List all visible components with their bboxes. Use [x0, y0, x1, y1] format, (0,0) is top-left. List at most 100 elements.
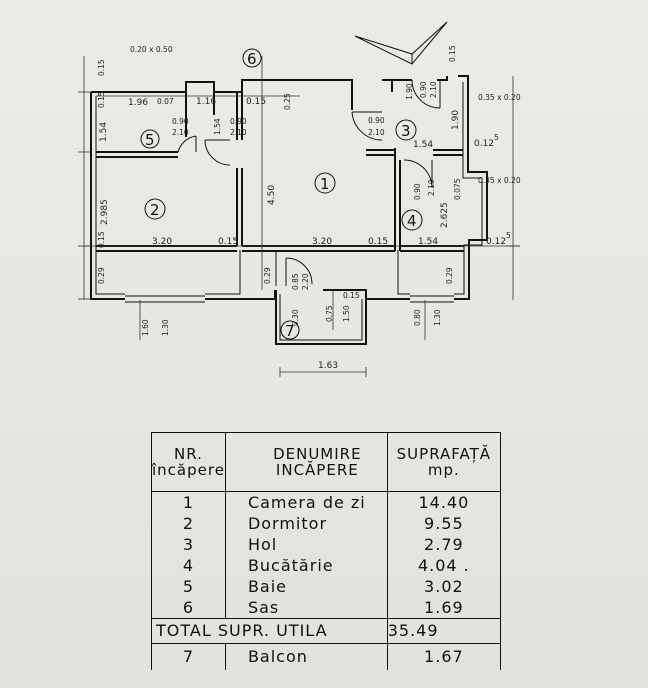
- dim-living-depth: 4.50: [267, 185, 277, 205]
- room-7-marker: [280, 320, 300, 340]
- dim-right-b: 0.12: [486, 237, 506, 247]
- room-5-marker: [140, 129, 160, 149]
- room-1-marker: [314, 172, 336, 194]
- header-name: DENUMIRE INCĂPERE: [224, 432, 388, 492]
- dim-sill-c: 0.29: [445, 267, 454, 284]
- dim-left-c: 0.15: [97, 231, 106, 248]
- cell-name: Bucătărie: [224, 555, 388, 576]
- dim-sas-width: 1.16: [196, 97, 216, 107]
- table-row: 3 Hol 2.79: [151, 534, 502, 555]
- dim-bedroom-depth: 2.985: [100, 199, 110, 225]
- total-value: 35.49: [386, 618, 502, 644]
- door-swings: [177, 79, 441, 286]
- dim-balcony-width: 1.63: [318, 361, 338, 371]
- dim-door-sas-w: 0.90: [230, 117, 247, 126]
- room-1-number: 1: [320, 175, 330, 193]
- cell-name: Camera de zi: [224, 491, 388, 513]
- dim-door-bath-w: 0.90: [172, 117, 189, 126]
- dim-bedroom-width: 3.20: [152, 237, 172, 247]
- table-row-partial: 7 Balcon 1.67: [151, 643, 502, 670]
- dim-window-a-w: 1.60: [141, 319, 150, 336]
- room-6-marker: [242, 48, 262, 68]
- floor-plan: 1 2 3 4 5 6 7 0.20 x 0.50 0.15 1.96 0.07…: [78, 21, 521, 377]
- outer-walls: [90, 75, 488, 303]
- dim-vent-b: 0.35 x 0.20: [478, 176, 521, 185]
- cell-nr: 7: [151, 643, 226, 670]
- dim-sas-depth: 1.54: [213, 118, 222, 135]
- dim-kitchen-width: 1.54: [418, 237, 438, 247]
- table-header-row: NR. încăpere DENUMIRE INCĂPERE SUPRAFAȚĂ…: [151, 432, 502, 492]
- cell-area: 1.69: [386, 597, 502, 619]
- dim-door-bath-h: 2.10: [172, 128, 189, 137]
- table-row: 4 Bucătărie 4.04 .: [151, 555, 502, 576]
- cell-nr: 3: [151, 534, 226, 555]
- dim-balcony-door-w: 0.85: [291, 273, 300, 290]
- interior-walls: [96, 80, 464, 345]
- dim-hol-depth: 1.90: [451, 110, 461, 130]
- dim-balcony-c: 1.50: [342, 305, 351, 322]
- cell-name: Hol: [224, 534, 388, 555]
- dim-wall-a: 0.15: [246, 97, 266, 107]
- cell-nr: 6: [151, 597, 226, 619]
- room-4-number: 4: [407, 212, 417, 230]
- cell-area: 1.67: [386, 643, 502, 670]
- dim-hol-width: 1.54: [413, 140, 433, 150]
- header-nr: NR. încăpere: [151, 432, 226, 492]
- cell-name: Sas: [224, 597, 388, 619]
- room-labels: 1 2 3 4 5 6 7: [140, 48, 423, 340]
- dim-door-hol2-w: 0.90: [419, 81, 428, 98]
- dim-window-b-w: 0.80: [413, 309, 422, 326]
- dim-door-hol-h: 2.10: [368, 128, 385, 137]
- table-row: 2 Dormitor 9.55: [151, 513, 502, 534]
- dimension-lines: [78, 56, 520, 377]
- north-arrow-icon: [354, 21, 448, 65]
- room-area-table: NR. încăpere DENUMIRE INCĂPERE SUPRAFAȚĂ…: [151, 432, 502, 670]
- dim-right-b-sup: 5: [506, 231, 511, 240]
- dim-door-hol2-h: 2.10: [429, 81, 438, 98]
- cell-nr: 5: [151, 576, 226, 597]
- cell-area: 4.04 .: [386, 555, 502, 576]
- room-2-number: 2: [150, 201, 160, 219]
- cell-nr: 1: [151, 491, 226, 513]
- dim-right-top: 0.15: [448, 45, 457, 62]
- room-2-marker: [144, 198, 166, 220]
- dim-door-hol-w: 0.90: [368, 116, 385, 125]
- cell-area: 14.40: [386, 491, 502, 513]
- dim-door-kitchen-h: 2.10: [427, 179, 436, 196]
- dim-right-a-sup: 5: [494, 133, 499, 142]
- table-total-row: TOTAL SUPR. UTILA 35.49: [151, 618, 502, 644]
- dim-kitchen-depth: 2.625: [440, 202, 450, 228]
- dim-sill-b: 0.29: [263, 267, 272, 284]
- dim-balcony-door-h: 2.20: [301, 273, 310, 290]
- dim-door-sas-h: 2.10: [230, 128, 247, 137]
- dim-window-a-h: 1.30: [161, 319, 170, 336]
- table-row: 5 Baie 3.02: [151, 576, 502, 597]
- dim-kitchen-wall: 0.075: [453, 178, 462, 200]
- header-area: SUPRAFAȚĂ mp.: [386, 432, 502, 492]
- cell-area: 3.02: [386, 576, 502, 597]
- room-3-marker: [395, 119, 417, 141]
- cell-area: 9.55: [386, 513, 502, 534]
- dim-right-a: 0.12: [474, 139, 494, 149]
- room-4-marker: [401, 209, 423, 231]
- cell-name: Baie: [224, 576, 388, 597]
- room-6-number: 6: [247, 50, 257, 68]
- dim-left-a: 0.15: [97, 91, 106, 108]
- cell-nr: 2: [151, 513, 226, 534]
- dim-sill-a: 0.29: [97, 267, 106, 284]
- dim-hol-vert: 1.90: [405, 83, 414, 100]
- dim-wall-d: 0.15: [368, 237, 388, 247]
- cell-nr: 4: [151, 555, 226, 576]
- dim-left-bath: 1.54: [99, 122, 109, 142]
- dim-balcony-a: 0.30: [291, 309, 300, 326]
- dim-living-width: 3.20: [312, 237, 332, 247]
- dim-balcony-wall: 0.15: [343, 291, 360, 300]
- dim-wall-b: 0.25: [283, 93, 292, 110]
- room-3-number: 3: [401, 122, 411, 140]
- cell-name: Dormitor: [224, 513, 388, 534]
- dim-balcony-b: 0.75: [325, 305, 334, 322]
- dimension-texts: 0.20 x 0.50 0.15 1.96 0.07 1.16 1.54 0.1…: [97, 45, 521, 371]
- dim-bath-wall: 0.07: [157, 97, 174, 106]
- dim-wall-c: 0.15: [218, 237, 238, 247]
